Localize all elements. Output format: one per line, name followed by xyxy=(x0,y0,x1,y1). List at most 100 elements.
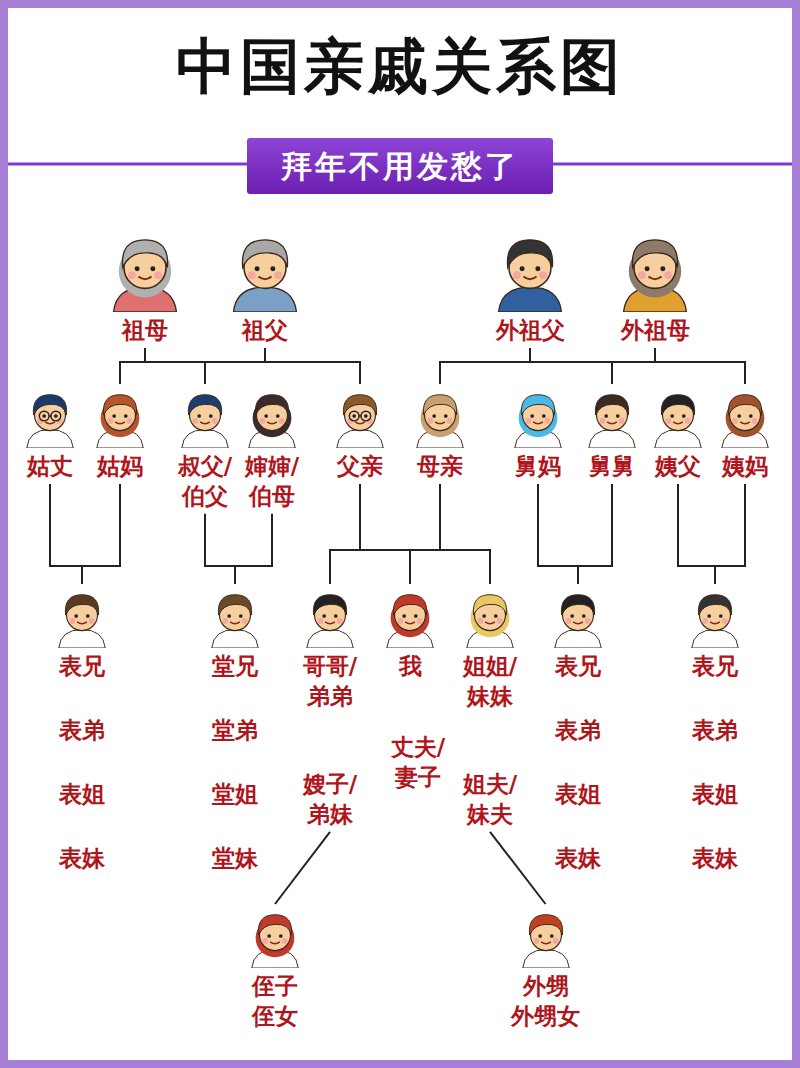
avatar-eye xyxy=(737,414,741,418)
family-line xyxy=(205,348,265,384)
avatar-eye xyxy=(660,266,665,271)
avatar-mouth xyxy=(573,622,583,624)
person-node: 我 xyxy=(379,586,441,682)
avatar-blush xyxy=(585,618,591,624)
avatar-icon xyxy=(647,386,709,448)
avatar-shirt xyxy=(655,430,702,448)
family-line xyxy=(678,484,715,584)
avatar-eye xyxy=(530,414,534,418)
avatar-hair xyxy=(507,240,552,268)
person-node: 侄子侄女 xyxy=(244,906,306,1032)
family-line xyxy=(490,832,546,904)
avatar-eye xyxy=(549,934,553,938)
avatar-icon xyxy=(515,906,577,968)
avatar-icon xyxy=(409,386,471,448)
kin-label: 舅妈 xyxy=(515,452,561,482)
avatar-shirt xyxy=(692,630,739,648)
avatar-hair xyxy=(632,240,677,268)
avatar-blush xyxy=(525,418,531,424)
kin-label: 堂兄 xyxy=(212,652,258,682)
avatar-blush xyxy=(665,418,671,424)
avatar-glasses xyxy=(51,411,61,421)
person-node: 姐夫/ 妹夫 xyxy=(461,770,519,830)
avatar-shirt xyxy=(555,630,602,648)
person-node: 姑丈 xyxy=(19,386,81,482)
avatar-eye xyxy=(542,414,546,418)
avatar-blush xyxy=(599,418,605,424)
avatar-mouth xyxy=(270,942,280,944)
person-node: 嫂子/ 弟妹 xyxy=(301,770,359,830)
avatar-blush xyxy=(513,271,521,279)
person-node: 表兄表弟表姐表妹 xyxy=(51,586,113,874)
avatar-icon xyxy=(507,386,569,448)
kin-label: 表妹 xyxy=(59,844,105,874)
avatar-shirt xyxy=(499,287,562,312)
avatar-icon xyxy=(299,586,361,648)
avatar-eye xyxy=(279,934,283,938)
avatar-blush xyxy=(427,418,433,424)
person-node: 表兄表弟表姐表妹 xyxy=(547,586,609,874)
avatar-blush xyxy=(565,618,571,624)
avatar-blush xyxy=(248,271,256,279)
family-line xyxy=(145,348,360,384)
kin-label: 姨父 xyxy=(655,452,701,482)
kin-label: 堂姐 xyxy=(212,780,258,810)
avatar-eye xyxy=(645,266,650,271)
avatar-eye xyxy=(135,266,140,271)
avatar-eye xyxy=(124,414,128,418)
person-node: 姨父 xyxy=(647,386,709,482)
person-node: 婶婶/ 伯母 xyxy=(241,386,303,512)
avatar-blush xyxy=(638,271,646,279)
avatar-glasses xyxy=(49,415,51,416)
avatar-eye xyxy=(670,414,674,418)
kin-label: 表弟 xyxy=(555,716,601,746)
kin-label: 表兄 xyxy=(692,652,738,682)
family-line xyxy=(120,348,265,384)
kin-label: 表姐 xyxy=(555,780,601,810)
avatar-blush xyxy=(533,938,539,944)
kin-label: 表弟 xyxy=(692,716,738,746)
kin-label: 婶婶/ 伯母 xyxy=(243,452,301,512)
avatar-eye xyxy=(482,614,486,618)
avatar-eye xyxy=(616,414,620,418)
avatar-eye xyxy=(364,414,368,418)
avatar-icon xyxy=(714,386,776,448)
avatar-eye xyxy=(209,414,213,418)
avatar-eye xyxy=(402,614,406,618)
avatar-hair xyxy=(122,240,167,268)
avatar-icon xyxy=(244,906,306,968)
person-node: 舅妈 xyxy=(507,386,569,482)
avatar-hair xyxy=(188,395,221,415)
avatar-eye xyxy=(74,614,78,618)
avatar-mouth xyxy=(325,622,335,624)
avatar-shirt xyxy=(182,430,229,448)
avatar-eye xyxy=(749,414,753,418)
avatar-eye xyxy=(604,414,608,418)
avatar-eye xyxy=(86,614,90,618)
avatar-blush xyxy=(274,271,282,279)
avatar-blush xyxy=(154,271,162,279)
avatar-mouth xyxy=(740,422,750,424)
avatar-blush xyxy=(732,418,738,424)
avatar-blush xyxy=(539,271,547,279)
kin-label: 姨妈 xyxy=(722,452,768,482)
avatar-blush xyxy=(447,418,453,424)
avatar-hair xyxy=(218,595,251,615)
kin-label: 外祖母 xyxy=(621,316,690,346)
avatar-mouth xyxy=(673,422,683,424)
avatar-icon xyxy=(174,386,236,448)
person-node: 丈夫/ 妻子 xyxy=(389,733,447,793)
kin-label: 姑妈 xyxy=(97,452,143,482)
avatar-icon xyxy=(329,386,391,448)
person-node: 外祖父 xyxy=(488,228,572,346)
avatar-eye xyxy=(112,414,116,418)
kin-label: 祖父 xyxy=(242,316,288,346)
person-node: 表兄表弟表姐表妹 xyxy=(684,586,746,874)
avatar-hair xyxy=(521,395,554,415)
avatar-blush xyxy=(222,618,228,624)
avatar-hair xyxy=(698,595,731,615)
person-node: 叔父/ 伯父 xyxy=(174,386,236,512)
person-node: 姑妈 xyxy=(89,386,151,482)
avatar-eye xyxy=(197,414,201,418)
